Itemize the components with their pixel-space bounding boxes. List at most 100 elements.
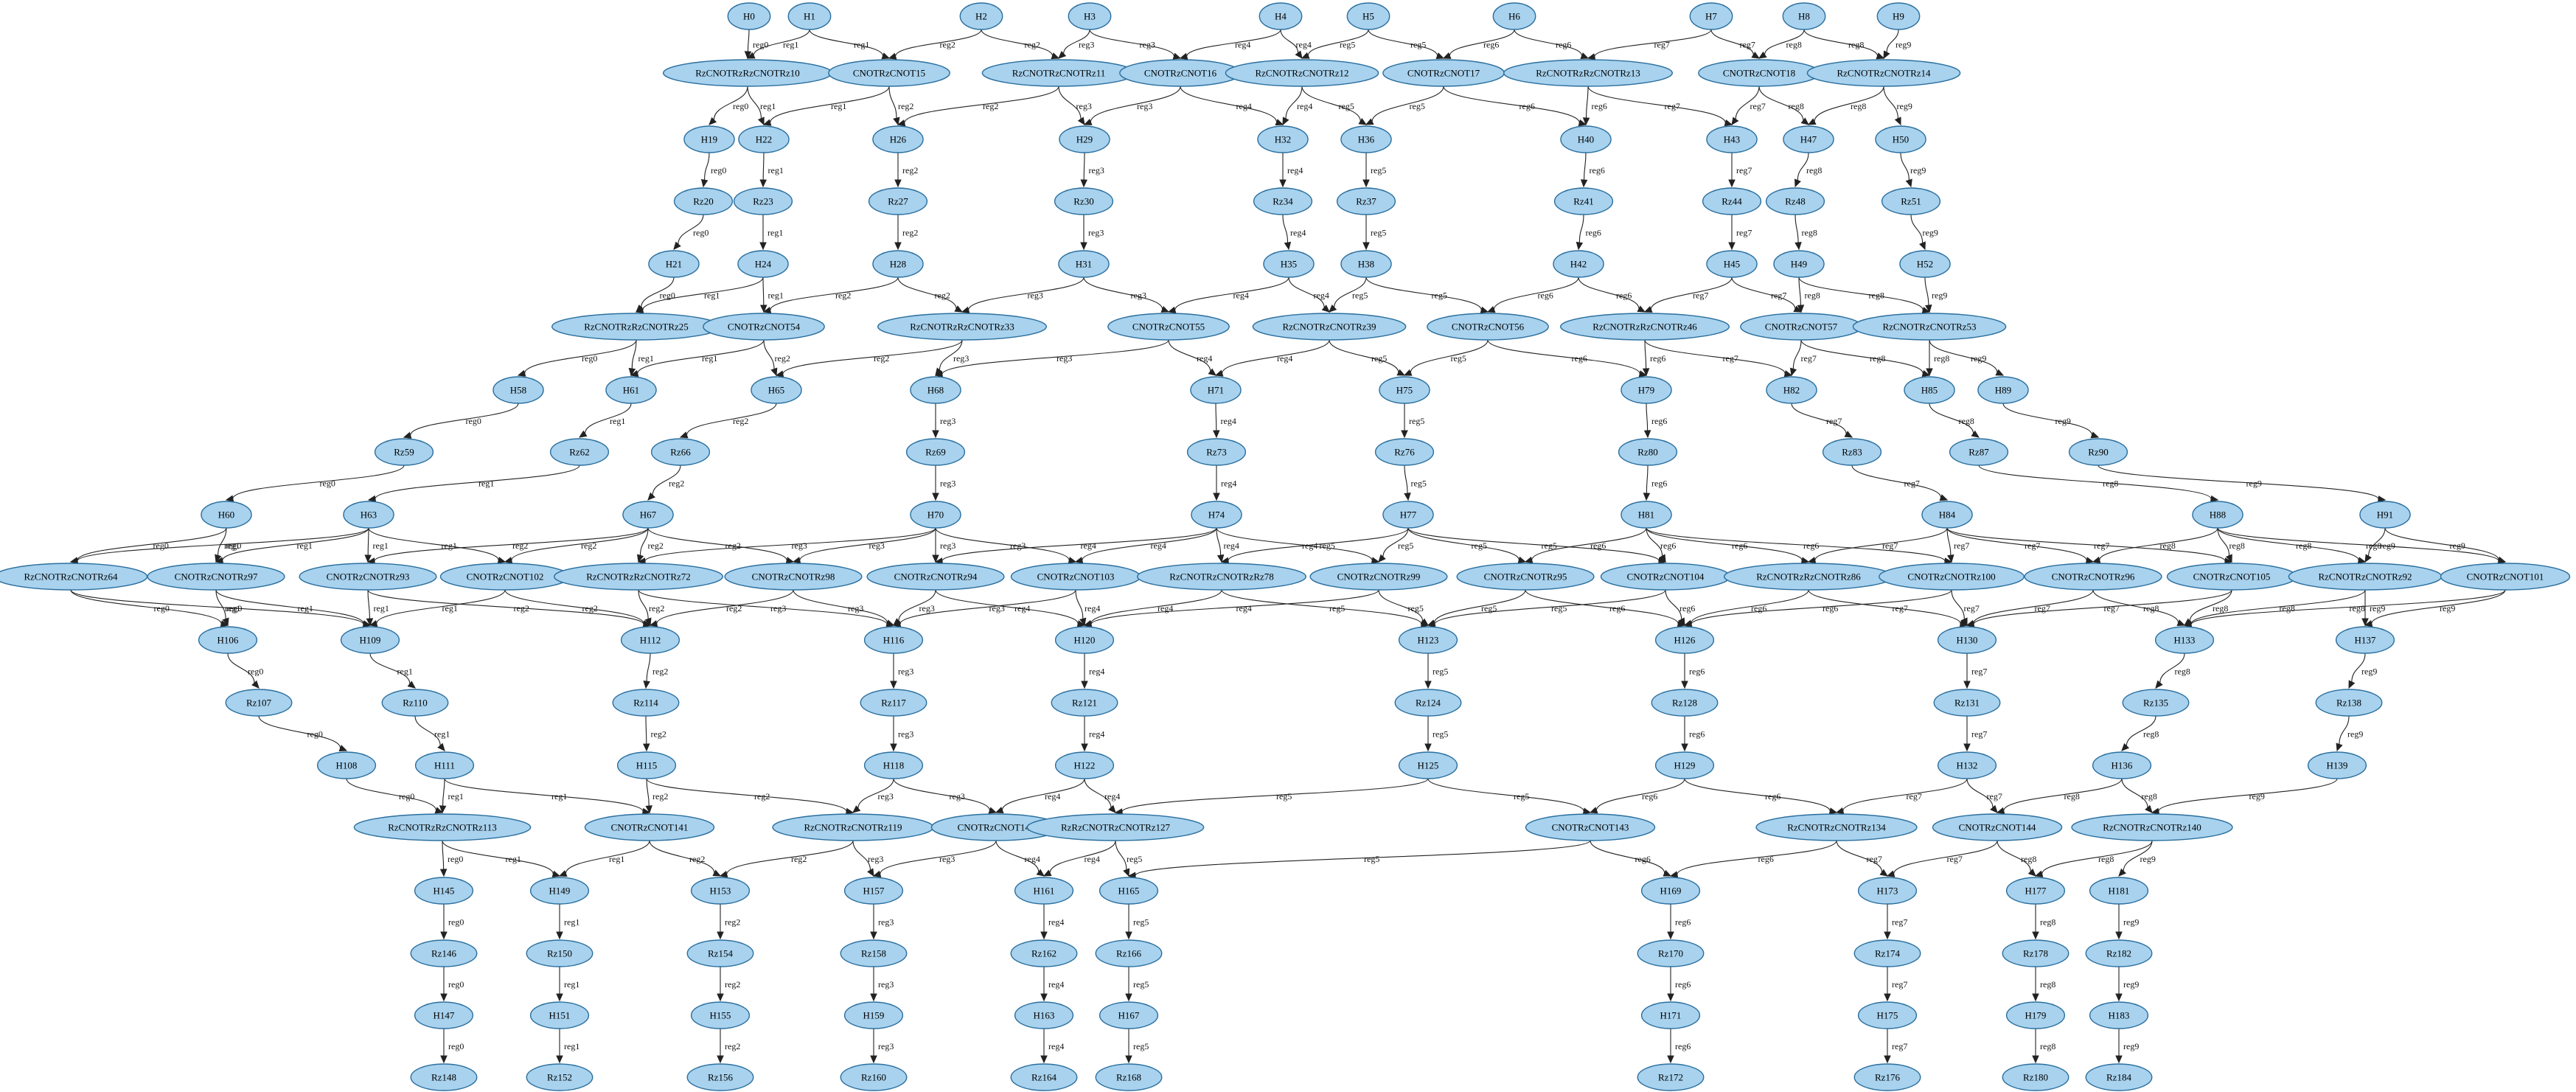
edge-line: [2002, 403, 2093, 436]
node-h2: H2: [959, 2, 1003, 30]
node-rzcnotrzcnotrzrz78: RzCNOTRzCNOTRzRz78: [1136, 563, 1306, 591]
edge-line: [442, 840, 445, 870]
edge-arrowhead: [222, 617, 229, 627]
node-rzcnotrzcnotrz140: RzCNOTRzCNOTRz140: [2071, 813, 2233, 841]
edge-h4-to-rzcnotrzcnotrz12: reg4: [1280, 29, 1312, 59]
edge-arrowhead: [1996, 807, 2005, 815]
edge-label: reg0: [153, 540, 169, 551]
node-ellipse: [1755, 813, 1918, 841]
edge-label: reg6: [1635, 854, 1651, 864]
node-ellipse: [1398, 626, 1458, 654]
edge-h169-to-rz170: reg6: [1667, 904, 1691, 940]
edge-line: [941, 339, 1169, 375]
node-rz107: Rz107: [225, 689, 293, 717]
edge-arrowhead: [2032, 993, 2039, 1002]
edge-label: reg2: [733, 416, 748, 426]
node-h49: H49: [1773, 250, 1825, 278]
edge-label: reg2: [652, 791, 668, 801]
edge-arrowhead: [1401, 430, 1408, 439]
node-label: H125: [1418, 760, 1439, 771]
edge-line: [1090, 589, 1379, 625]
node-label: CNOTRzCNOT57: [1765, 321, 1838, 333]
edge-arrowhead: [1578, 119, 1587, 127]
node-ellipse: [1899, 250, 1951, 278]
edge-h49-to-rzcnotrzcnotrz53: reg8: [1798, 277, 1931, 314]
edge-h136-to-rzcnotrzcnotrz140: reg8: [2121, 778, 2157, 813]
edge-label: reg2: [648, 540, 664, 551]
edge-line: [1795, 214, 1799, 243]
node-ellipse: [1654, 626, 1715, 654]
edge-rzcnotrzcnotrz64-to-h106: reg0: [70, 589, 229, 627]
edge-label: reg1: [767, 228, 783, 238]
edge-line: [1301, 86, 1361, 122]
edge-rz66-to-h67: reg2: [647, 465, 684, 501]
edge-line: [1090, 589, 1222, 624]
node-ellipse: [343, 501, 394, 529]
edge-line: [1449, 29, 1515, 56]
edge-arrowhead: [673, 241, 681, 250]
node-rzcnotrzcnotrz64: RzCNOTRzCNOTRz64: [0, 563, 148, 591]
edge-cnotrzcnotrz94-to-h120: reg4: [935, 589, 1086, 627]
node-label: H179: [2025, 1010, 2047, 1021]
node-label: CNOTRzCNOTRz98: [752, 571, 835, 582]
node-label: H149: [549, 886, 571, 897]
edge-label: reg0: [248, 667, 263, 677]
node-h8: H8: [1782, 2, 1826, 30]
edge-h112-to-rz114: reg2: [643, 653, 668, 689]
edge-label: reg4: [1221, 416, 1236, 426]
edge-arrowhead: [1995, 369, 2005, 376]
edge-h28-to-rzcnotrzrzcnotrz33: reg2: [897, 277, 964, 313]
node-ellipse: [727, 2, 771, 30]
node-ellipse: [737, 250, 789, 278]
node-cnotrzcnot18: CNOTRzCNOT18: [1698, 59, 1820, 87]
node-label: H147: [434, 1010, 455, 1021]
edge-arrowhead: [1587, 53, 1596, 60]
node-label: H21: [666, 259, 682, 270]
edge-line: [1791, 403, 1847, 434]
edge-label: reg5: [1371, 165, 1386, 175]
edge-rz62-to-h63: reg1: [367, 465, 580, 503]
node-rz160: Rz160: [840, 1063, 908, 1091]
edge-line: [414, 715, 441, 746]
edge-arrowhead: [872, 870, 882, 877]
edge-arrowhead: [1179, 52, 1188, 60]
node-label: CNOTRzCNOT105: [2193, 571, 2271, 582]
edge-label: reg3: [770, 603, 786, 613]
edge-label: reg5: [1433, 667, 1448, 677]
node-label: H177: [2025, 886, 2047, 897]
node-label: H43: [1724, 134, 1740, 145]
edge-line: [899, 589, 1076, 625]
edge-rz124-to-h125: reg5: [1424, 715, 1448, 752]
edge-line: [511, 527, 649, 561]
node-label: CNOTRzCNOT103: [1037, 571, 1115, 582]
node-cnotrzcnot144: CNOTRzCNOT144: [1932, 813, 2063, 841]
node-ellipse: [612, 689, 680, 717]
edge-label: reg0: [448, 979, 464, 990]
edge-label: reg4: [1233, 291, 1249, 301]
edge-arrowhead: [1793, 305, 1803, 313]
edge-line: [1407, 527, 1660, 562]
edge-label: reg2: [791, 854, 807, 864]
edge-line: [258, 715, 341, 748]
edge-h109-to-rz110: reg1: [369, 653, 416, 689]
edge-arrowhead: [440, 993, 448, 1002]
node-rz48: Rz48: [1765, 187, 1825, 215]
edge-label: reg3: [940, 479, 955, 489]
edge-h63-to-cnotrzcnotrz97: reg1: [215, 527, 369, 564]
edge-label: reg5: [1329, 603, 1345, 613]
edge-h74-to-cnotrzcnotrz99: reg4: [1216, 527, 1380, 564]
edge-h91-to-cnotrzcnot101: reg9: [2384, 527, 2507, 564]
edge-label: reg7: [1750, 101, 1766, 111]
edge-arrowhead: [1963, 743, 1971, 752]
edge-arrowhead: [775, 370, 784, 378]
edge-h3-to-rzcnotrzcnotrz11: reg3: [1058, 29, 1094, 59]
edge-rzrzcnotrzcnotrz127-to-h161: reg4: [1042, 840, 1116, 877]
edge-line: [1180, 86, 1278, 122]
edge-arrowhead: [717, 931, 724, 940]
node-h28: H28: [872, 250, 924, 278]
edge-h68-to-rz69: reg3: [932, 403, 955, 439]
edge-arrowhead: [1638, 370, 1648, 378]
node-ellipse: [147, 563, 285, 591]
edge-label: reg1: [297, 540, 313, 551]
node-label: H115: [636, 760, 657, 771]
